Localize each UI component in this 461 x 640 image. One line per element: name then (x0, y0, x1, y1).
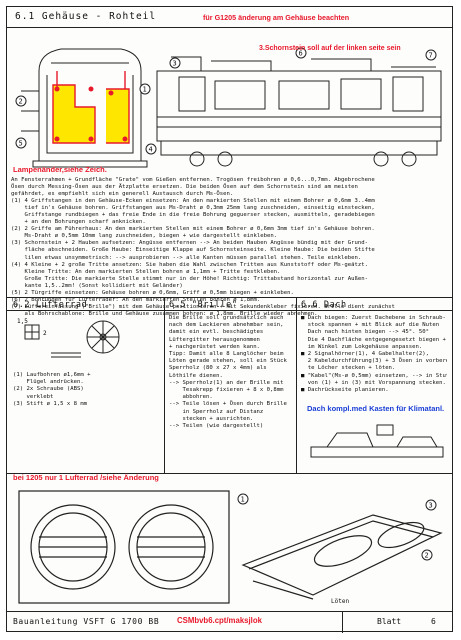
section-65-text: Die Brille soll grundsätzlich auch nach … (169, 315, 287, 430)
label-loeten: Löten (331, 598, 349, 605)
footer-blatt-label: Blatt (377, 617, 402, 626)
roof-drawing (310, 424, 444, 458)
callout-2: 2 (425, 552, 429, 560)
roof-note: Dach kompl.med Kasten für Klimatanl. (307, 404, 445, 413)
section-title: 6.1 Gehäuse - Rohteil (15, 11, 157, 22)
footer-page-number: 6 (431, 617, 436, 626)
footer-separator (342, 611, 343, 633)
footer-title: Bauanleitung VSFT G 1700 BB (13, 617, 160, 626)
locomotive-body-drawing: 1 2 3 4 5 6 7 (15, 47, 442, 168)
change-note-red: für G1205 änderung am Gehäuse beachten (203, 13, 350, 22)
highlight-area (52, 84, 96, 144)
chimney-note: 3.Schornstein soll auf der linken seite … (259, 45, 401, 52)
section-62-title: 6.2 Lüfterrad (13, 300, 88, 310)
instructions-text: An Fensterrahmen + Grundfläche "Grate" v… (11, 177, 395, 317)
end-view (21, 48, 148, 168)
svg-text:4: 4 (149, 146, 153, 154)
handrail-note: Lampenänder,siehe Zeich. (13, 165, 107, 174)
dim-label-2: 2 (43, 330, 47, 337)
section-65-title: 6.5 "Brille" (169, 300, 238, 310)
manual-page: 6.1 Gehäuse - Rohteil für G1205 änderung… (6, 6, 453, 633)
footer-red-note: CSMbvb6.cpt/maksjlok (177, 616, 262, 625)
drawing-callouts: 1 2 3 4 5 6 7 (15, 47, 437, 155)
section-66-text: ■ Dach biegen: Zuerst Dachebene in Schra… (301, 315, 447, 394)
divider-top (7, 297, 452, 298)
svg-text:1: 1 (143, 86, 147, 94)
callout-1: 1 (241, 496, 245, 504)
svg-text:3: 3 (173, 60, 177, 68)
divider-col1 (164, 297, 165, 473)
fan-note: bei 1205 nur 1 Lufterrad /siehe Änderung (13, 473, 159, 482)
divider-col2 (296, 297, 297, 473)
footer-rule (7, 611, 452, 612)
section-62-items: (1) Laufbohren ø1,6mm + Flügel andrücken… (13, 372, 91, 407)
svg-text:5: 5 (19, 140, 23, 148)
svg-text:7: 7 (429, 52, 433, 60)
section-66-title: 6.6 Dach (301, 300, 347, 310)
divider-bottom (7, 473, 452, 474)
side-view (156, 56, 442, 167)
page-header: 6.1 Gehäuse - Rohteil für G1205 änderung… (7, 7, 452, 28)
dim-label: 1,5 (17, 318, 28, 325)
svg-text:6: 6 (299, 50, 303, 58)
fan-detail-drawing: 1,5 2 (17, 318, 120, 358)
callout-3: 3 (429, 502, 433, 510)
brille-drawing: 3 1 2 Löten (18, 490, 443, 605)
divider-sections (7, 310, 452, 311)
svg-text:2: 2 (19, 98, 23, 106)
